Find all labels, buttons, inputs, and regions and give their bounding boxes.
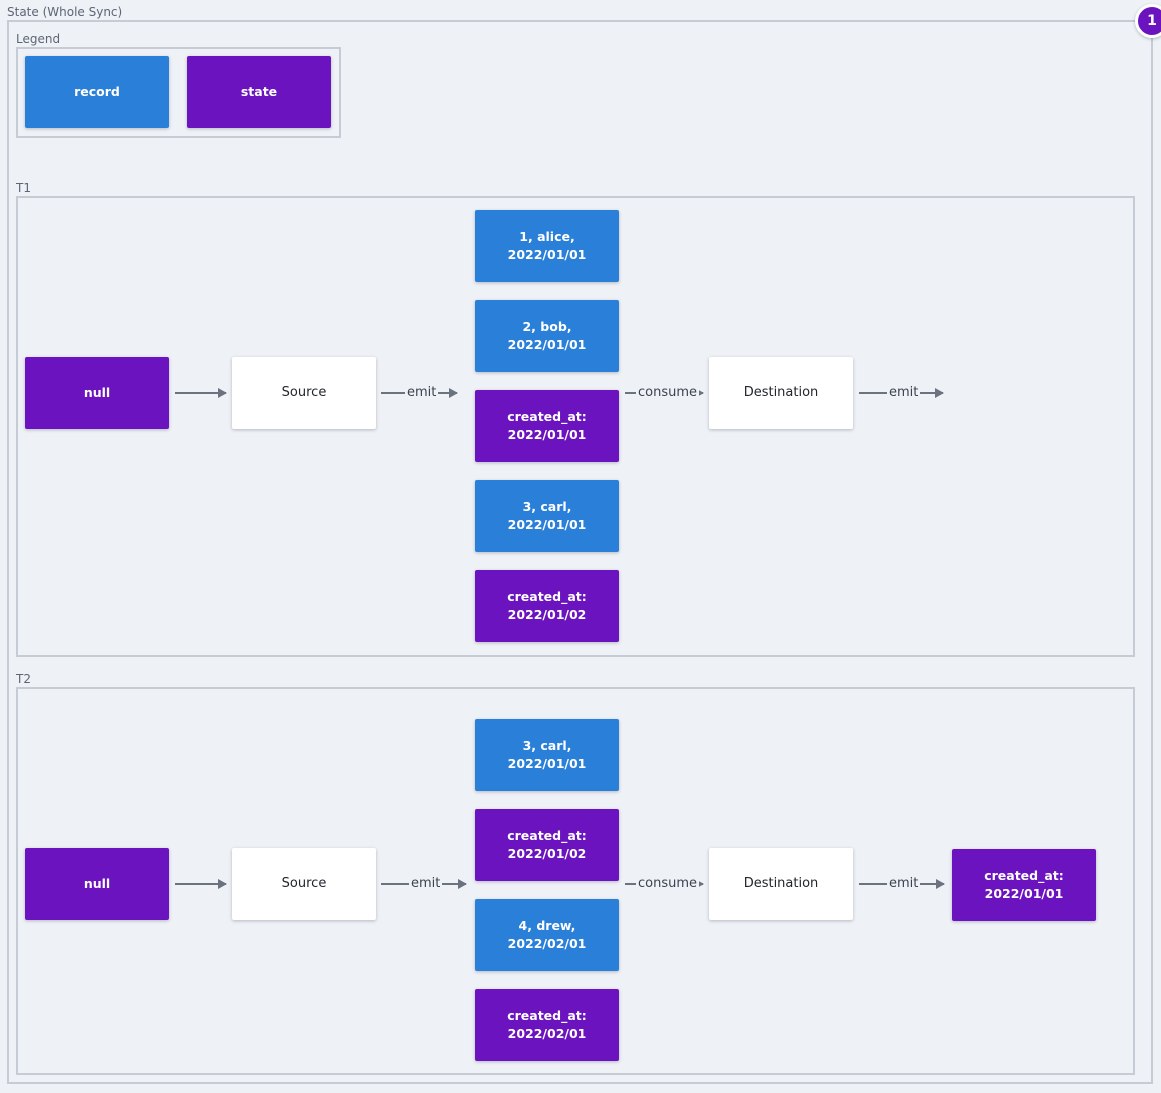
t1-message-record[interactable]: 3, carl, 2022/01/01 xyxy=(475,480,619,552)
diagram-container xyxy=(7,20,1153,1084)
t1-title: T1 xyxy=(16,181,31,195)
legend-record: record xyxy=(25,56,169,128)
t1-dest-emit-label: emit xyxy=(887,385,921,401)
t1-source[interactable]: Source xyxy=(232,357,376,429)
t2-message-record[interactable]: 3, carl, 2022/01/01 xyxy=(475,719,619,791)
t2-title: T2 xyxy=(16,672,31,686)
t1-destination[interactable]: Destination xyxy=(709,357,853,429)
t1-message-state[interactable]: created_at: 2022/01/02 xyxy=(475,570,619,642)
t2-message-record[interactable]: 4, drew, 2022/02/01 xyxy=(475,899,619,971)
t2-consume-label: consume xyxy=(636,876,700,892)
t2-destination[interactable]: Destination xyxy=(709,848,853,920)
t2-box xyxy=(16,687,1135,1075)
t2-dest-emit-label: emit xyxy=(887,876,921,892)
t1-message-record[interactable]: 1, alice, 2022/01/01 xyxy=(475,210,619,282)
t2-message-state[interactable]: created_at: 2022/02/01 xyxy=(475,989,619,1061)
t2-message-state[interactable]: created_at: 2022/01/02 xyxy=(475,809,619,881)
t2-emit-label: emit xyxy=(409,876,443,892)
t1-consume-label: consume xyxy=(636,385,700,401)
t2-output-state[interactable]: created_at: 2022/01/01 xyxy=(952,849,1096,921)
step-badge[interactable]: 1 xyxy=(1135,4,1161,38)
legend-state: state xyxy=(187,56,331,128)
legend-box xyxy=(16,47,341,138)
t1-message-record[interactable]: 2, bob, 2022/01/01 xyxy=(475,300,619,372)
t1-box xyxy=(16,196,1135,657)
t2-input-state[interactable]: null xyxy=(25,848,169,920)
diagram-title: State (Whole Sync) xyxy=(7,5,123,19)
legend-title: Legend xyxy=(16,32,61,46)
t1-input-state[interactable]: null xyxy=(25,357,169,429)
t1-emit-label: emit xyxy=(405,385,439,401)
t1-message-state[interactable]: created_at: 2022/01/01 xyxy=(475,390,619,462)
t2-source[interactable]: Source xyxy=(232,848,376,920)
